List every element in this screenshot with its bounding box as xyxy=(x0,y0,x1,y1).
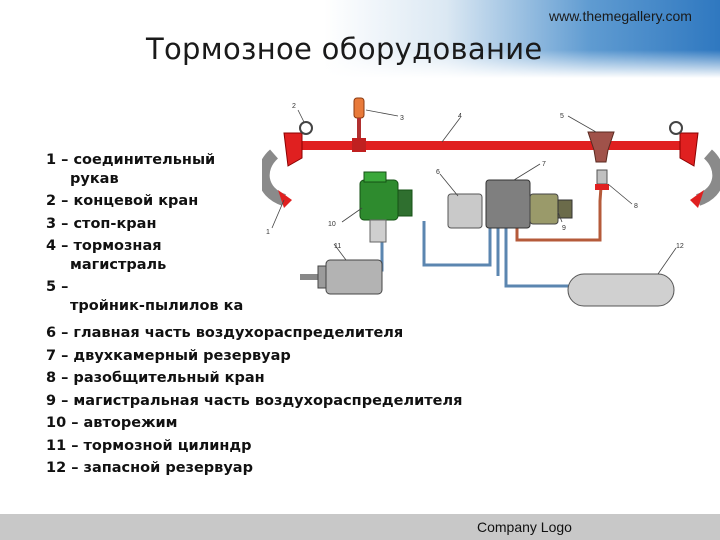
spare-reservoir xyxy=(567,273,675,307)
brake-cylinder xyxy=(325,259,383,295)
footer-bar xyxy=(0,514,720,540)
leader-1 xyxy=(271,199,285,229)
brake-line xyxy=(290,141,690,150)
leader-2 xyxy=(297,109,305,123)
legend-item-1-cont: рукав xyxy=(70,170,119,187)
leader-6 xyxy=(439,173,459,197)
diagram-label-11: 11 xyxy=(334,243,341,250)
leader-8 xyxy=(607,183,633,205)
legend-item-6: 6 – главная часть воздухораспределителя xyxy=(46,325,404,341)
dirt-collector-handle xyxy=(595,184,609,190)
brake-cylinder-rod xyxy=(300,274,326,280)
website-url[interactable]: www.themegallery.com xyxy=(549,8,692,24)
main-line-part-9 xyxy=(529,193,559,225)
stop-valve-joint xyxy=(352,138,366,152)
diagram-label-6: 6 xyxy=(436,169,440,176)
autoregime-side xyxy=(397,189,413,217)
diagram-label-3: 3 xyxy=(400,115,404,122)
dirt-collector xyxy=(587,131,615,163)
leader-11 xyxy=(333,243,347,261)
reservoir-7 xyxy=(485,179,531,229)
dirt-collector-valve xyxy=(596,169,608,185)
legend-item-12: 12 – запасной резервуар xyxy=(46,460,253,476)
brake-system-diagram: 1 2 3 4 5 6 7 8 9 10 11 12 xyxy=(262,97,720,307)
legend-item-2-num: 2 – xyxy=(46,193,69,209)
autoregime-top xyxy=(363,171,387,183)
leader-7 xyxy=(513,163,541,181)
diagram-label-2: 2 xyxy=(292,103,296,110)
legend-item-2: 2 – концевой кран xyxy=(46,192,266,211)
legend-item-1-num: 1 – xyxy=(46,152,69,168)
legend-item-5-num: 5 – xyxy=(46,279,69,295)
header-fade xyxy=(0,50,720,78)
legend-item-4: 4 – тормозная магистраль xyxy=(46,237,266,274)
main-part-6 xyxy=(447,193,483,229)
angle-cock-left-handle xyxy=(299,121,313,135)
legend-item-8: 8 – разобщительный кран xyxy=(46,370,265,386)
diagram-label-12: 12 xyxy=(676,243,684,250)
diagram-label-9: 9 xyxy=(562,225,566,232)
legend-item-3: 3 – стоп-кран xyxy=(46,215,266,234)
diagram-label-1: 1 xyxy=(266,229,270,236)
legend-item-2-label: концевой кран xyxy=(73,193,199,209)
stop-valve-stem xyxy=(357,118,361,142)
legend-item-1: 1 – соединительный рукав xyxy=(46,151,266,188)
coupling-right xyxy=(690,190,704,208)
hose-left xyxy=(262,149,287,206)
hose-right xyxy=(695,149,720,206)
leader-12 xyxy=(657,247,677,275)
diagram-label-7: 7 xyxy=(542,161,546,168)
legend-item-4-label: тормозная xyxy=(73,238,162,254)
leader-10 xyxy=(341,207,363,223)
distributor-flange xyxy=(557,199,573,219)
autoregime-body xyxy=(359,179,399,221)
coupling-left xyxy=(278,190,292,208)
angle-cock-left xyxy=(283,132,303,167)
legend-item-1-label: соединительный xyxy=(73,152,216,168)
company-logo: Company Logo xyxy=(477,519,572,535)
legend-item-3-num: 3 – xyxy=(46,215,69,232)
legend-item-7: 7 – двухкамерный резервуар xyxy=(46,347,291,364)
stop-valve-body xyxy=(353,97,365,119)
legend-item-4-cont: магистраль xyxy=(70,256,167,273)
leader-9 xyxy=(557,211,563,223)
angle-cock-right-handle xyxy=(669,121,683,135)
pipe-brown xyxy=(515,172,604,242)
slide-title: Тормозное оборудование xyxy=(146,32,543,66)
diagram-label-10: 10 xyxy=(328,221,336,228)
angle-cock-right xyxy=(679,132,699,167)
leader-4 xyxy=(441,117,461,143)
legend-item-5-cont: тройник-пылилов ка xyxy=(70,297,244,314)
diagram-label-8: 8 xyxy=(634,203,638,210)
leader-5 xyxy=(567,115,597,133)
leader-3 xyxy=(365,109,399,117)
autoregime-bottom xyxy=(369,219,387,243)
legend-item-9: 9 – магистральная часть воздухораспредел… xyxy=(46,392,463,409)
legend-item-5: 5 – тройник-пылилов ка xyxy=(46,278,266,315)
diagram-label-4: 4 xyxy=(458,113,462,120)
legend-item-10: 10 – авторежим xyxy=(46,415,178,431)
legend-item-3-label: стоп-кран xyxy=(73,215,157,232)
diagram-label-5: 5 xyxy=(560,113,564,120)
legend-item-4-num: 4 – xyxy=(46,238,69,254)
legend-item-11: 11 – тормозной цилиндр xyxy=(46,437,252,454)
legend-top-list: 1 – соединительный рукав 2 – концевой кр… xyxy=(46,151,266,319)
legend-bottom-list: 6 – главная часть воздухораспределителя … xyxy=(46,322,462,480)
